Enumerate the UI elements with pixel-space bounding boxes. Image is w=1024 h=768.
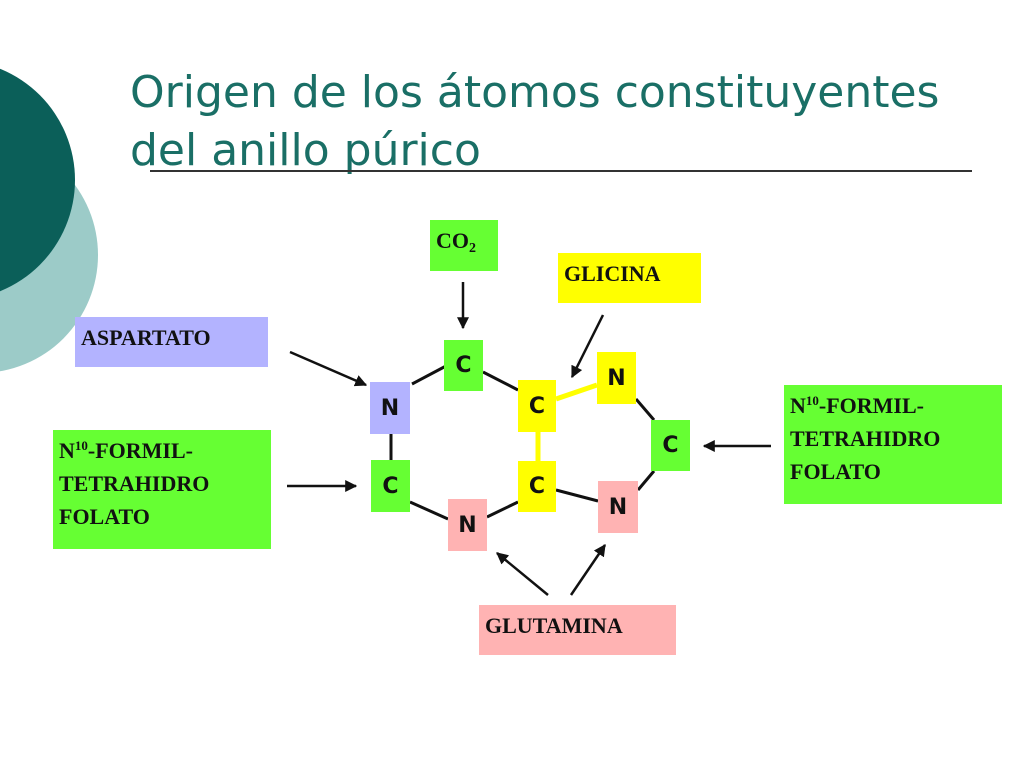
atom-c-mid-top: C xyxy=(518,380,556,432)
title-underline xyxy=(150,170,972,172)
atom-c-left: C xyxy=(371,460,410,512)
bond-c9-n10 xyxy=(636,470,656,491)
formil-left-sup: 10 xyxy=(74,438,88,453)
formil-right-n: N xyxy=(790,393,806,418)
formil-left-rest: -FORMIL- xyxy=(87,438,193,463)
arrow-glutamina-right xyxy=(569,544,607,596)
bond-n5-c8 xyxy=(486,500,519,519)
arrow-glicina xyxy=(570,314,605,379)
bond-c8-n10 xyxy=(555,488,599,503)
bond-c6-n5 xyxy=(409,500,449,521)
formil-left-line3: FOLATO xyxy=(59,504,150,529)
formil-right-rest: -FORMIL- xyxy=(818,393,924,418)
formil-left-line2: TETRAHIDRO xyxy=(59,471,210,496)
title-line-1: Origen de los átomos constituyentes xyxy=(130,67,940,118)
source-aspartato: ASPARTATO xyxy=(75,317,268,367)
source-glutamina: GLUTAMINA xyxy=(479,605,676,655)
source-glicina: GLICINA xyxy=(558,253,701,303)
source-co2: CO2 xyxy=(430,220,498,271)
bond-n7-c9 xyxy=(634,398,656,421)
atom-n-left: N xyxy=(370,382,410,434)
arrow-glutamina-left xyxy=(496,552,549,596)
atom-n-right-bottom: N xyxy=(598,481,638,533)
glicina-text: GLICINA xyxy=(564,261,661,286)
bond-c2-c4 xyxy=(482,370,519,392)
formil-left-n: N xyxy=(59,438,75,463)
deco-dark-circle xyxy=(0,68,75,292)
co2-text: CO xyxy=(436,228,469,253)
bond-c4-n7 xyxy=(555,382,598,402)
formil-right-line2: TETRAHIDRO xyxy=(790,426,941,451)
source-formil-right: N10-FORMIL- TETRAHIDRO FOLATO xyxy=(784,385,1002,504)
co2-subscript: 2 xyxy=(469,241,476,256)
aspartato-text: ASPARTATO xyxy=(81,325,211,350)
formil-right-sup: 10 xyxy=(805,393,819,408)
bond-n1-c2 xyxy=(411,364,447,386)
atom-c-mid-bottom: C xyxy=(518,461,556,512)
glutamina-text: GLUTAMINA xyxy=(485,613,623,638)
source-formil-left: N10-FORMIL- TETRAHIDRO FOLATO xyxy=(53,430,271,549)
formil-right-line3: FOLATO xyxy=(790,459,881,484)
formil-left-line1: N10-FORMIL- xyxy=(59,434,265,467)
atom-c-top: C xyxy=(444,340,483,391)
slide-title: Origen de los átomos constituyentes del … xyxy=(130,64,990,180)
title-line-2: del anillo púrico xyxy=(130,125,481,176)
atom-n-right-top: N xyxy=(597,352,636,404)
formil-right-line1: N10-FORMIL- xyxy=(790,389,996,422)
arrow-aspartato xyxy=(289,350,368,387)
atom-c-right: C xyxy=(651,420,690,471)
atom-n-bottom: N xyxy=(448,499,487,551)
